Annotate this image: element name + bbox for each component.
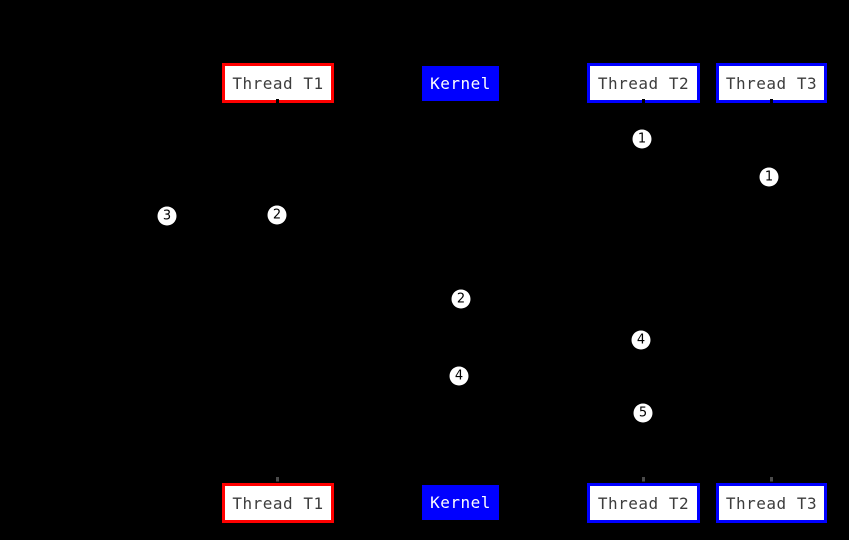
participant-kernel-top: Kernel — [422, 66, 499, 101]
participant-thread-t3-top: Thread T3 — [716, 63, 827, 103]
lifeline-stub-t3-top — [770, 99, 773, 107]
lifeline-stub-t2-bottom — [642, 477, 645, 487]
sequence-marker-1: 1 — [759, 167, 779, 187]
lifeline-stub-t3-bottom — [770, 477, 773, 487]
lifeline-stub-t1-top — [276, 99, 279, 107]
lifeline-stub-t1-bottom — [276, 477, 279, 487]
sequence-marker-5: 5 — [633, 403, 653, 423]
sequence-marker-1: 1 — [632, 129, 652, 149]
participant-thread-t1-top: Thread T1 — [222, 63, 334, 103]
participant-thread-t1-bottom: Thread T1 — [222, 483, 334, 523]
participant-thread-t2-top: Thread T2 — [587, 63, 700, 103]
participant-thread-t3-bottom: Thread T3 — [716, 483, 827, 523]
sequence-marker-4: 4 — [449, 366, 469, 386]
participant-thread-t2-bottom: Thread T2 — [587, 483, 700, 523]
sequence-marker-3: 3 — [157, 206, 177, 226]
lifeline-stub-t2-top — [642, 99, 645, 107]
sequence-marker-4: 4 — [631, 330, 651, 350]
sequence-marker-2: 2 — [267, 205, 287, 225]
participant-kernel-bottom: Kernel — [422, 485, 499, 520]
sequence-marker-2: 2 — [451, 289, 471, 309]
